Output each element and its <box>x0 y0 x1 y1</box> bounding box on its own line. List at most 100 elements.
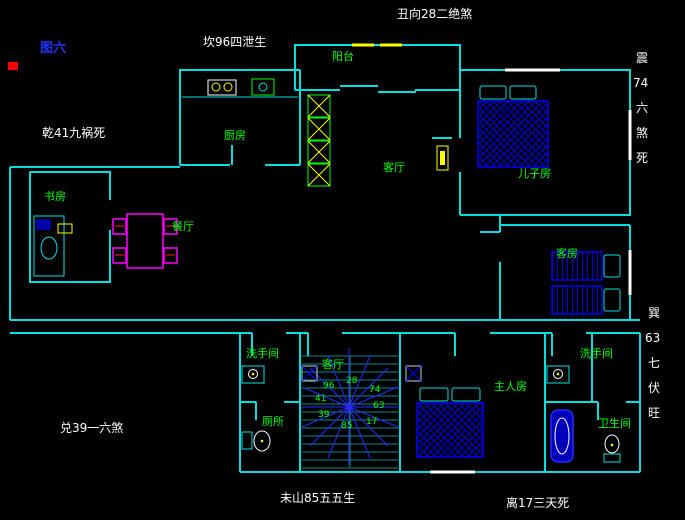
pillow <box>479 85 507 100</box>
room-label-master: 主人房 <box>494 380 527 393</box>
basin-left <box>241 365 265 384</box>
compass-number-96: 96 <box>323 381 335 391</box>
room-label-study: 书房 <box>44 190 66 203</box>
pillow <box>419 387 449 402</box>
column-box <box>405 365 422 382</box>
toilet-bowl <box>253 430 271 452</box>
basin-bowl <box>553 369 563 379</box>
tv-body <box>436 145 449 171</box>
monitor <box>36 219 51 230</box>
figure-label: 图六 <box>40 40 66 56</box>
basin-right <box>546 365 570 384</box>
annotation-right-lower-char: 七 <box>648 356 660 370</box>
basin-bowl <box>248 369 258 379</box>
annotation-right-upper-char: 死 <box>636 151 648 165</box>
dining-set <box>112 213 178 269</box>
compass-number-85: 85 <box>341 421 352 431</box>
column-marker-2 <box>405 365 422 382</box>
room-label-living: 客厅 <box>383 160 405 174</box>
column-marker-1 <box>301 365 318 382</box>
annotation-right-lower-char: 伏 <box>648 381 660 395</box>
annotation-left-upper: 乾41九祸死 <box>42 125 105 140</box>
compass-number-41: 41 <box>315 394 326 404</box>
annotation-right-lower: 巽 63 七 伏 旺 <box>645 306 660 420</box>
compass-number-63: 63 <box>373 401 384 411</box>
annotation-left-lower: 兑39一六煞 <box>60 421 123 435</box>
room-label-stair-hall: 客厅 <box>322 357 344 371</box>
basin-counter <box>546 365 570 384</box>
door-leaves <box>231 137 599 420</box>
sofa-hatch <box>307 94 331 187</box>
annotation-top-left: 坎96四泄生 <box>203 35 266 49</box>
bed-body <box>416 402 484 458</box>
pillow <box>509 85 537 100</box>
toilet-bowl <box>604 434 620 454</box>
column-x <box>301 365 318 382</box>
annotation-right-lower-char: 旺 <box>648 406 660 420</box>
room-label-kitchen: 厨房 <box>224 129 246 142</box>
annotation-right-upper-char: 74 <box>633 76 648 90</box>
room-label-toilet: 厕所 <box>262 415 284 428</box>
basin-drain <box>251 372 255 376</box>
tub-body <box>550 409 574 463</box>
burner-right <box>223 82 233 92</box>
compass-rays <box>301 348 399 465</box>
kitchen-sink <box>251 78 275 96</box>
compass-number-17: 17 <box>366 417 377 427</box>
dining-chairs <box>112 218 178 264</box>
stove <box>207 79 237 96</box>
annotation-right-upper-char: 六 <box>636 101 648 115</box>
sink-basin <box>258 82 268 92</box>
toilet-drain <box>610 443 614 447</box>
room-label-washroom-right: 洗手间 <box>580 346 613 360</box>
column-x <box>405 365 422 382</box>
toilet-left <box>241 430 271 452</box>
pillow <box>603 288 621 312</box>
annotation-right-lower-char: 63 <box>645 331 660 345</box>
compass-number-74: 74 <box>369 385 381 395</box>
bed-body <box>477 100 549 168</box>
annotation-right-lower-char: 巽 <box>648 306 660 320</box>
annotation-bottom-center: 未山85五五生 <box>280 491 355 505</box>
room-label-balcony: 阳台 <box>332 49 354 63</box>
sink-body <box>251 78 275 96</box>
tv-cabinet <box>436 145 449 171</box>
annotation-top-center: 丑向28二绝煞 <box>397 6 472 21</box>
son-room-bed <box>477 85 549 168</box>
window-marks <box>430 68 632 474</box>
toilet-tank <box>241 431 253 450</box>
pillow <box>603 254 621 278</box>
chair <box>40 236 58 260</box>
compass-number-39: 39 <box>318 410 330 420</box>
master-bed <box>416 387 484 458</box>
dining-table <box>126 213 164 269</box>
desk <box>33 215 65 277</box>
stair-treads <box>302 355 398 469</box>
compass-number-28: 28 <box>346 376 358 386</box>
red-marker <box>8 62 18 70</box>
room-label-bathroom: 卫生间 <box>598 416 631 430</box>
burner-left <box>211 82 221 92</box>
toilet-drain <box>260 439 264 443</box>
sofa <box>307 94 331 187</box>
annotation-right-upper-char: 震 <box>636 51 648 65</box>
tv-screen <box>440 151 445 165</box>
stove-body <box>207 79 237 96</box>
room-label-guest: 客房 <box>556 246 578 260</box>
bathtub <box>550 409 574 463</box>
room-label-washroom-left: 洗手间 <box>246 346 279 360</box>
guest-beds <box>551 251 621 315</box>
annotation-bottom-right: 离17三天死 <box>506 495 569 510</box>
toilet-tank <box>603 453 621 463</box>
room-label-dining: 餐厅 <box>172 219 194 233</box>
toilet-right <box>603 434 621 463</box>
keyboard <box>57 223 73 234</box>
guest-bed-2 <box>551 285 603 315</box>
basin-drain <box>556 372 560 376</box>
annotation-right-upper: 震 74 六 煞 死 <box>633 51 648 165</box>
room-label-son-room: 儿子房 <box>518 167 551 180</box>
tub-inner <box>554 417 570 455</box>
guest-bed-1 <box>551 251 603 281</box>
